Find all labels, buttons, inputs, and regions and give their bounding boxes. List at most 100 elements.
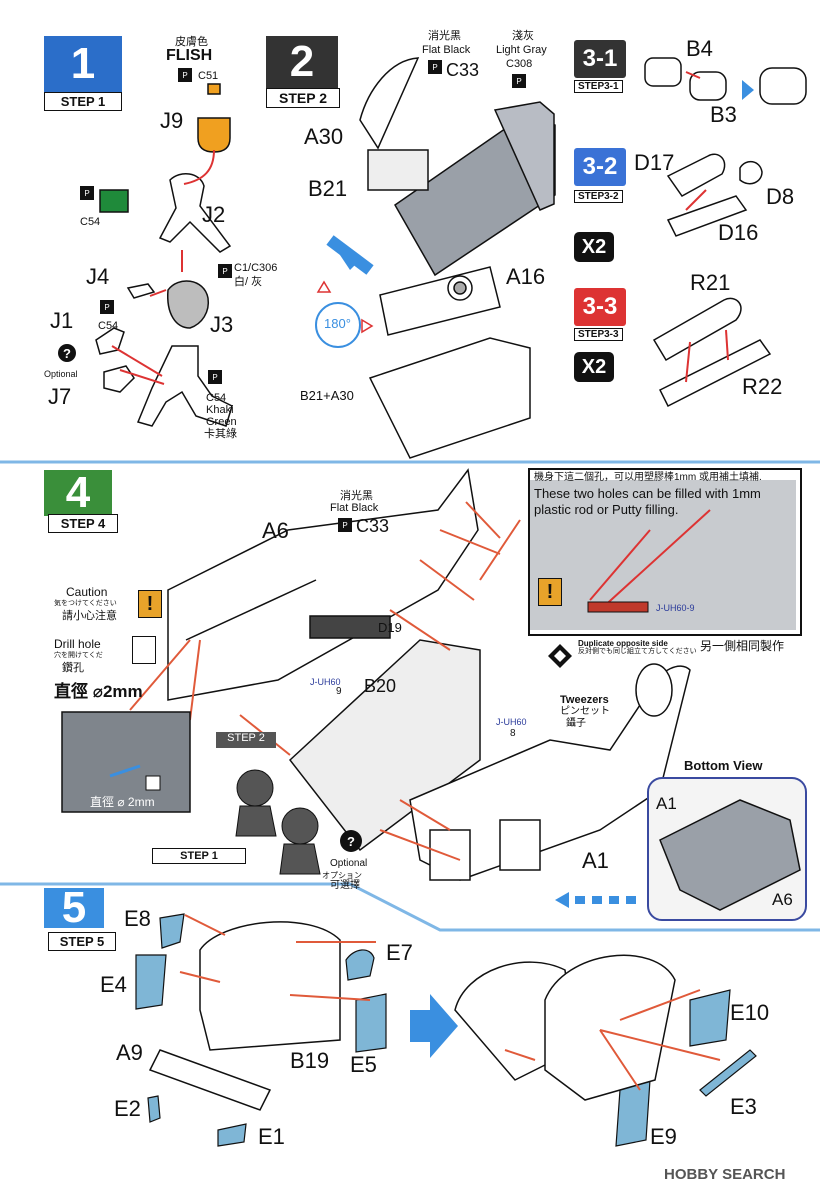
part-a9: A9 <box>116 1040 143 1065</box>
optional-icon: ? <box>58 344 76 362</box>
paint-gray-code: C308 <box>506 58 533 70</box>
part-r21: R21 <box>690 270 731 295</box>
tweezers-en: Tweezers <box>560 694 609 706</box>
part-j2: J2 <box>202 202 226 227</box>
paint-khaki-code: C54 <box>206 392 227 404</box>
paint-gray-name: Light Gray <box>496 44 547 56</box>
tweezers-cn: 鑷子 <box>566 718 586 729</box>
part-b21-a30: B21+A30 <box>300 388 354 403</box>
step3-1-number: 3-1 <box>574 40 626 78</box>
step1-label: STEP 1 <box>44 92 122 111</box>
part-a30: A30 <box>304 124 344 149</box>
part-e5: E5 <box>350 1052 377 1077</box>
sprue-name: J-UH60 <box>496 717 527 727</box>
part-e10: E10 <box>730 1000 770 1025</box>
paint-khaki-name2: Green <box>206 416 237 428</box>
holes-en: These two holes can be filled with 1mm p… <box>534 486 761 517</box>
paint-khaki-name1: Khaki <box>206 404 234 416</box>
paint-khaki-cn: 卡其綠 <box>204 428 237 440</box>
part-j9: J9 <box>160 108 184 133</box>
step5-label: STEP 5 <box>48 932 116 951</box>
drill-cn: 鑽孔 <box>62 662 84 674</box>
step4-label: STEP 4 <box>48 514 118 533</box>
step3-parts <box>644 57 807 408</box>
diameter-small: 直徑 ⌀ 2mm <box>90 795 155 809</box>
paint-green-code: C54 <box>80 216 101 228</box>
part-d16: D16 <box>718 220 759 245</box>
step5-arrows <box>179 914 721 1091</box>
x2-badge: X2 <box>574 232 614 262</box>
paint-black-name: Flat Black <box>330 502 379 514</box>
part-b20: B20 <box>364 676 397 696</box>
part-r22: R22 <box>742 374 783 399</box>
tweezers-jp: ピンセット <box>560 706 610 717</box>
part-j1: J1 <box>50 308 74 333</box>
paint-icon: P <box>178 68 192 82</box>
holes-box-image <box>530 480 796 630</box>
duplicate-en: Duplicate opposite side <box>578 639 668 648</box>
step5-number: 5 <box>44 883 104 932</box>
part-a1-bottom: A1 <box>656 794 677 813</box>
sprue-number: 8 <box>510 728 516 739</box>
caution-cn: 請小心注意 <box>62 610 117 622</box>
drill-en: Drill hole <box>54 637 101 651</box>
sprue-j-uh60-9: J-UH60-9 <box>656 603 695 613</box>
step1-ref: STEP 1 <box>152 848 246 864</box>
paint-gray-cn: 淺灰 <box>512 30 534 42</box>
paint-black-cn: 消光黑 <box>428 30 461 42</box>
part-j3: J3 <box>210 312 234 337</box>
part-e7: E7 <box>386 940 413 965</box>
paint-icon: P <box>512 74 526 88</box>
paint-white-codes: C1/C306 <box>234 262 278 274</box>
part-e8: E8 <box>124 906 151 931</box>
paint-black-name: Flat Black <box>422 44 471 56</box>
step1-number: 1 <box>44 36 122 92</box>
holes-cn: 機身下這二個孔，可以用塑膠棒1mm 或用補土填補. <box>534 472 762 483</box>
caution-icon: ! <box>138 590 162 618</box>
part-d8: D8 <box>766 184 795 209</box>
part-e2: E2 <box>114 1096 141 1121</box>
caution-en: Caution <box>66 585 108 599</box>
step3-1-label: STEP3-1 <box>574 80 623 93</box>
bottom-view-label: Bottom View <box>684 758 763 773</box>
part-d17: D17 <box>634 150 675 175</box>
step3-2-label: STEP3-2 <box>574 190 623 203</box>
paint-black-code: C33 <box>356 516 390 536</box>
pilot-figures <box>235 769 321 875</box>
step5-glass <box>135 913 757 1147</box>
drill-detail <box>61 711 191 813</box>
part-e1: E1 <box>258 1124 285 1149</box>
optional-jp: オプション <box>322 871 362 880</box>
rotate-label: 180° <box>324 316 351 331</box>
watermark: HOBBY SEARCH <box>664 1166 786 1183</box>
paint-skin-name: FLISH <box>166 47 213 64</box>
step5-blue-arrow <box>410 994 458 1058</box>
part-d19: D19 <box>378 620 402 635</box>
caution-icon: ! <box>538 578 562 606</box>
paint-black-code: C33 <box>446 60 480 80</box>
part-b21: B21 <box>308 176 348 201</box>
duplicate-jp: 反対側でも同じ組立て方してください <box>578 648 697 655</box>
pilot-head-helmet <box>95 83 233 427</box>
part-j7: J7 <box>48 384 72 409</box>
paint-white-cn: 白/ 灰 <box>234 276 263 288</box>
part-b3: B3 <box>710 102 737 127</box>
x2-badge: X2 <box>574 352 614 382</box>
part-b4: B4 <box>686 36 713 61</box>
dashed-arrow <box>555 892 636 908</box>
paint-skin-cn: 皮膚色 <box>175 36 208 48</box>
step5-canopy <box>148 921 676 1111</box>
part-a6: A6 <box>262 518 289 543</box>
rotate-icon <box>315 302 361 348</box>
duplicate-cn: 另一側相同製作 <box>700 639 785 653</box>
part-a1: A1 <box>582 848 609 873</box>
part-a16: A16 <box>506 264 546 289</box>
paint-icon: P <box>208 370 222 384</box>
holes-info-box <box>528 468 802 636</box>
step4-number: 4 <box>44 468 112 517</box>
optional-cn: 可選擇 <box>330 880 360 891</box>
optional-icon: ? <box>340 830 362 852</box>
paint-icon: P <box>100 300 114 314</box>
optional-label: Optional <box>44 369 78 379</box>
diameter-label: 直徑 ⌀2mm <box>54 682 143 701</box>
